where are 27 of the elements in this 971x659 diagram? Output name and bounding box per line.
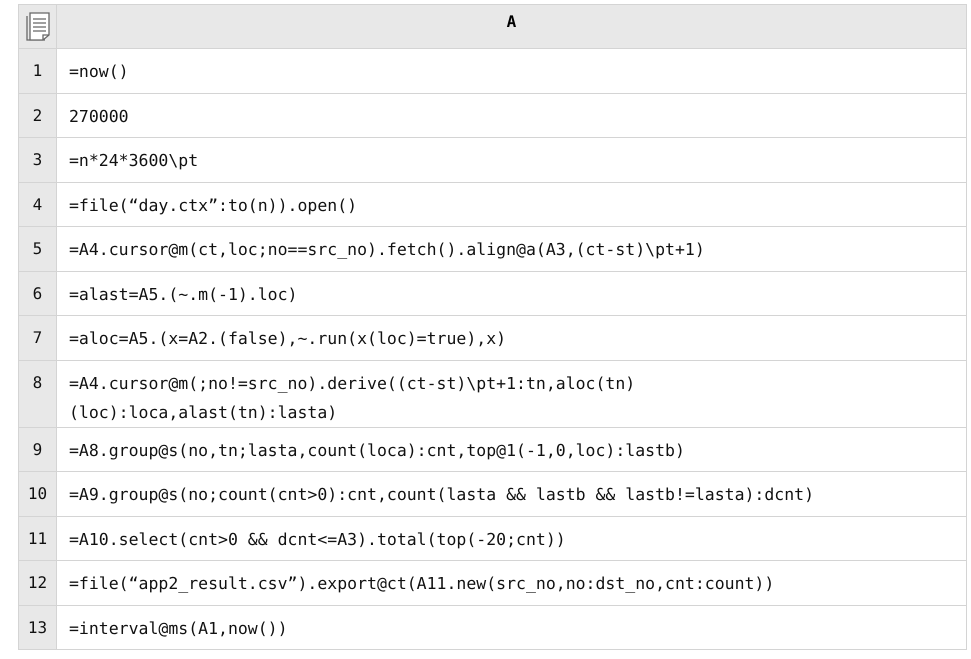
formula-text: =file(“day.ctx”:to(n)).open(): [69, 194, 358, 216]
row-number: 13: [19, 606, 57, 650]
row-number: 1: [19, 49, 57, 94]
row-number: 10: [19, 472, 57, 516]
row-number: 11: [19, 516, 57, 561]
row-number: 6: [19, 272, 57, 316]
formula-text: =file(“app2_result.csv”).export@ct(A11.new(src_no,no:dst_no,cnt:count)): [69, 573, 774, 595]
formula-text: =aloc=A5.(x=A2.(false),~.run(x(loc)=true),x): [69, 328, 506, 350]
row-number: 5: [19, 227, 57, 272]
row-number: 9: [19, 428, 57, 472]
formula-text: =A4.cursor@m(;no!=src_no).derive((ct-st)\pt+1:tn,aloc(tn) (loc):loca,alast(tn):lasta): [69, 372, 636, 424]
formula-text: 270000: [69, 106, 129, 128]
formula-text: =A8.group@s(no,tn;lasta,count(loca):cnt,top@1(-1,0,loc):lastb): [69, 440, 685, 462]
formula-text: =A10.select(cnt>0 && dcnt<=A3).total(top(-20;cnt)): [69, 528, 566, 550]
row-number: 12: [19, 561, 57, 606]
row-number: 3: [19, 138, 57, 182]
row-number: 7: [19, 316, 57, 360]
row-number: 4: [19, 182, 57, 227]
row-number: 8: [19, 360, 57, 428]
formula-text: =alast=A5.(~.m(-1).loc): [69, 284, 298, 306]
column-header: A: [57, 5, 967, 49]
formula-text: =n*24*3600\pt: [69, 150, 198, 172]
formula-text: =interval@ms(A1,now()): [69, 618, 288, 640]
formula-text: =A9.group@s(no;count(cnt>0):cnt,count(lasta && lastb && lastb!=lasta):dcnt): [69, 484, 814, 506]
row-number: 2: [19, 94, 57, 138]
formula-text: =A4.cursor@m(ct,loc;no==src_no).fetch().align@a(A3,(ct-st)\pt+1): [69, 239, 705, 261]
formula-text: =now(): [69, 61, 129, 83]
